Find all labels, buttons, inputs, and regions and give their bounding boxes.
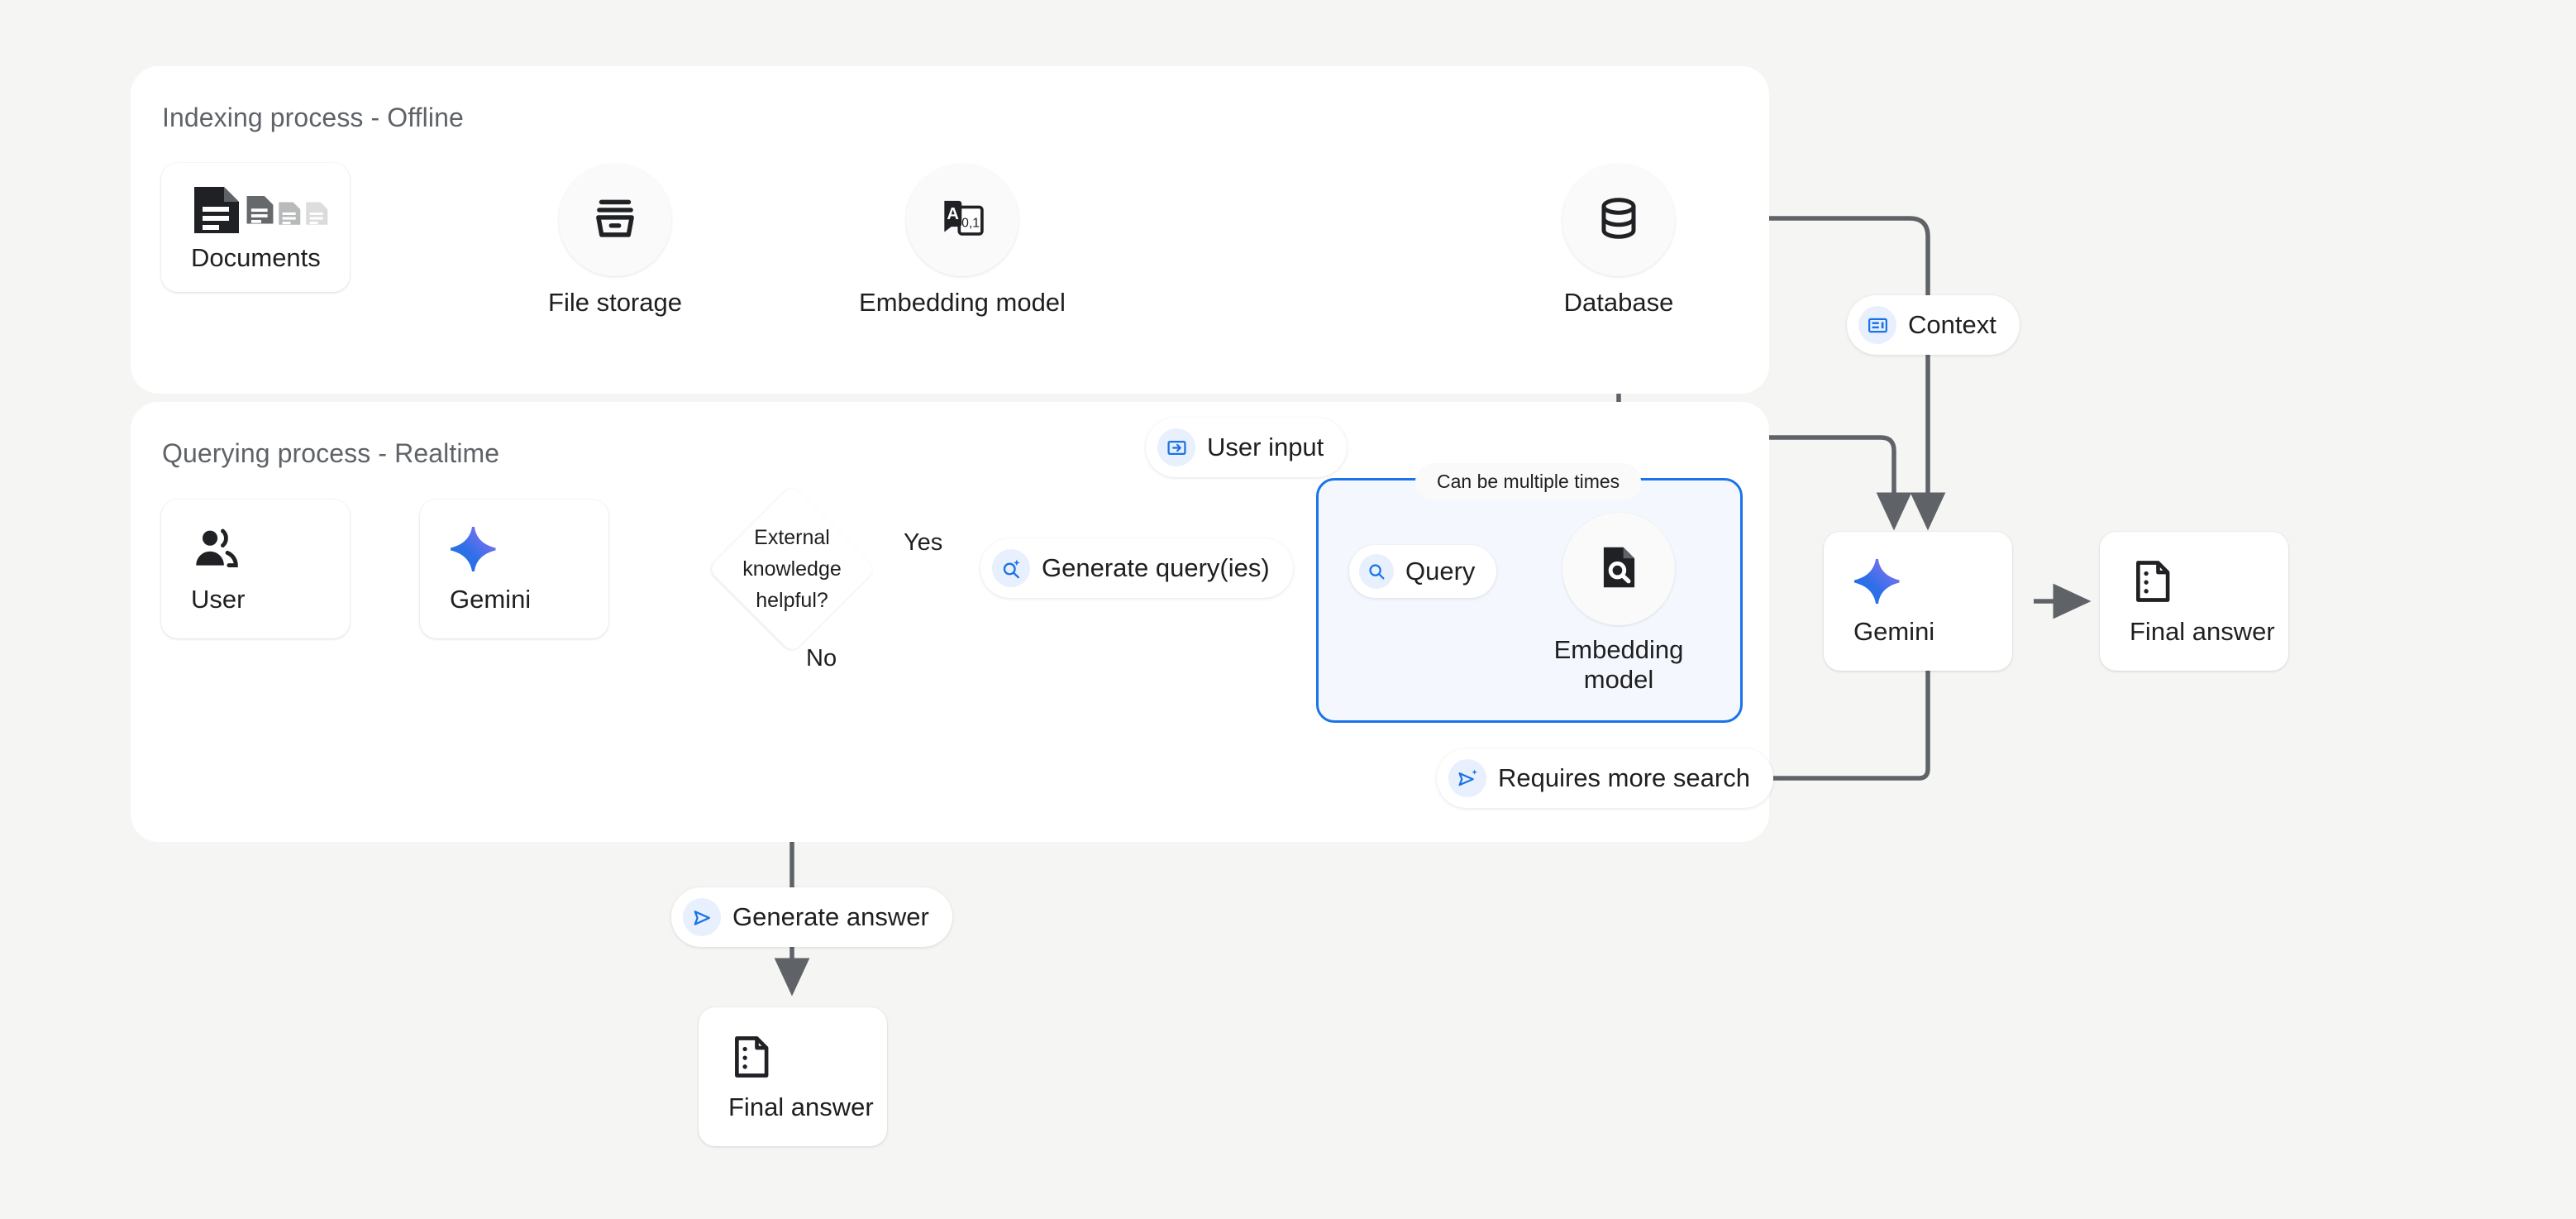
node-embedding-model-indexing-label: Embedding model <box>859 288 1066 317</box>
decision-line-3: helpful? <box>756 589 828 612</box>
document-search-icon <box>1593 542 1644 597</box>
node-gemini-left[interactable]: Gemini <box>420 500 608 638</box>
documents-icon <box>191 182 350 233</box>
user-input-icon <box>1157 428 1195 466</box>
node-gemini-right-label: Gemini <box>1853 617 1935 646</box>
svg-text:0,1: 0,1 <box>961 216 980 230</box>
svg-text:A: A <box>947 204 959 222</box>
final-answer-icon <box>2130 556 2288 607</box>
file-storage-icon <box>589 193 641 248</box>
node-user[interactable]: User <box>161 500 350 638</box>
embedding-model-query-line-1: Embedding <box>1553 635 1684 664</box>
context-icon <box>1858 306 1896 344</box>
pill-generate-queries-label: Generate query(ies) <box>1042 553 1270 582</box>
pill-requires-more-search[interactable]: Requires more search <box>1437 748 1773 808</box>
pill-context-label: Context <box>1908 310 1996 339</box>
search-sparkle-icon <box>992 549 1030 587</box>
search-icon <box>1359 554 1394 589</box>
pill-generate-answer-label: Generate answer <box>732 902 929 931</box>
send-icon <box>683 898 721 936</box>
node-database-label: Database <box>1563 288 1674 317</box>
node-embedding-model-query-label: Embedding model <box>1524 635 1714 695</box>
node-file-storage-label: File storage <box>548 288 682 317</box>
node-documents[interactable]: Documents <box>161 163 350 292</box>
gemini-sparkle-icon <box>450 523 608 575</box>
send-sparkle-icon <box>1448 759 1486 797</box>
decision-external-knowledge[interactable]: External knowledge helpful? <box>708 485 876 653</box>
gemini-sparkle-icon <box>1853 556 2012 607</box>
node-gemini-left-label: Gemini <box>450 585 532 614</box>
user-icon <box>191 523 350 575</box>
node-final-answer-bottom[interactable]: Final answer <box>699 1007 887 1146</box>
embedding-model-query-line-2: model <box>1583 664 1654 694</box>
pill-user-input-label: User input <box>1207 433 1324 461</box>
node-gemini-right[interactable]: Gemini <box>1824 532 2012 671</box>
indexing-panel-title: Indexing process - Offline <box>162 103 464 132</box>
decision-line-1: External <box>754 526 830 549</box>
node-final-answer-bottom-label: Final answer <box>728 1092 874 1121</box>
node-documents-label: Documents <box>191 243 321 272</box>
pill-generate-queries[interactable]: Generate query(ies) <box>980 538 1293 598</box>
pill-generate-answer[interactable]: Generate answer <box>671 887 952 947</box>
edge-label-no: No <box>806 645 837 672</box>
querying-panel-title: Querying process - Realtime <box>162 438 500 468</box>
embedding-model-icon: 0,1 A <box>936 192 989 249</box>
retrieval-loop-box <box>1316 478 1743 723</box>
node-embedding-model-indexing[interactable]: 0,1 A <box>906 164 1018 276</box>
pill-requires-more-search-label: Requires more search <box>1498 763 1750 792</box>
pill-query[interactable]: Query <box>1349 545 1497 598</box>
pill-user-input[interactable]: User input <box>1146 418 1348 477</box>
node-embedding-model-query[interactable] <box>1562 513 1675 625</box>
decision-line-2: knowledge <box>742 557 842 581</box>
pill-query-label: Query <box>1405 557 1476 586</box>
node-file-storage[interactable] <box>559 164 671 276</box>
decision-text: External knowledge helpful? <box>732 509 852 629</box>
database-icon <box>1594 194 1643 247</box>
pill-can-be-multiple-times: Can be multiple times <box>1415 463 1642 500</box>
node-final-answer-right[interactable]: Final answer <box>2100 532 2288 671</box>
final-answer-icon <box>728 1031 887 1083</box>
node-database[interactable] <box>1562 164 1675 276</box>
edge-label-yes: Yes <box>904 529 943 556</box>
node-final-answer-right-label: Final answer <box>2130 617 2275 646</box>
node-user-label: User <box>191 585 246 614</box>
pill-context[interactable]: Context <box>1847 295 2020 355</box>
